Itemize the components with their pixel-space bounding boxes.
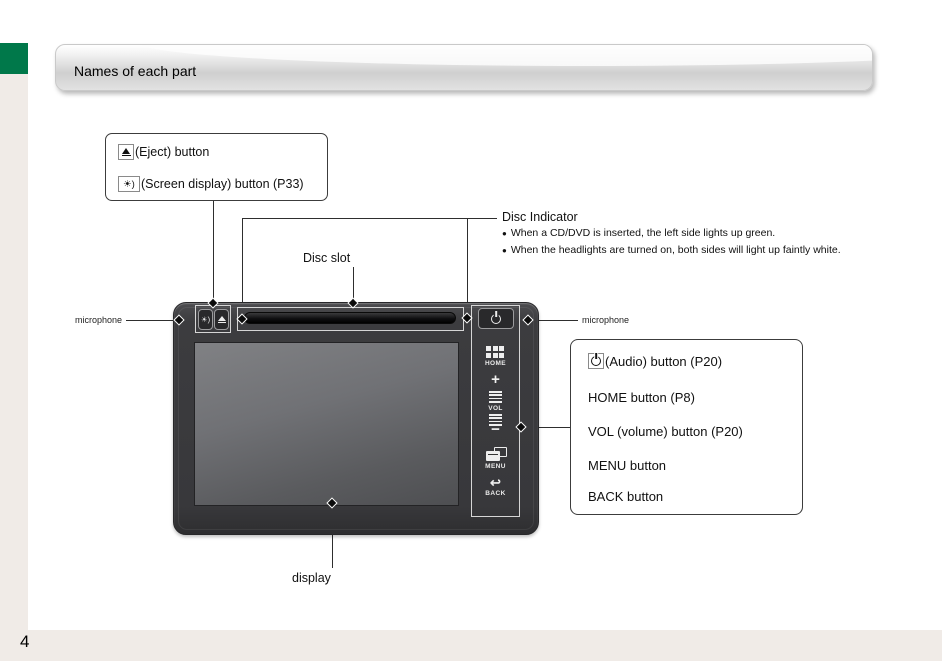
home-button-label: HOME button (P8) [588, 390, 695, 405]
connector-line [213, 201, 214, 303]
section-tab-marker [0, 43, 28, 74]
menu-button-label: MENU button [588, 458, 667, 473]
section-title: Names of each part [74, 63, 197, 79]
disc-indicator-label: Disc Indicator [502, 210, 578, 224]
eject-label: (Eject) button [135, 145, 210, 159]
connector-line [467, 218, 468, 318]
microphone-left-label: microphone [74, 315, 122, 325]
volume-down-icon: − [491, 421, 500, 438]
power-icon [491, 313, 501, 324]
audio-callout-row: (Audio) button (P20) [588, 353, 722, 369]
screen-display-label: (Screen display) button (P33) [141, 177, 304, 191]
bullet-icon: ● [502, 229, 507, 238]
controls-highlight-box [471, 305, 520, 517]
volume-up-icon: + [491, 371, 500, 388]
eject-icon [217, 315, 226, 324]
screen-display-callout-row: ☀) (Screen display) button (P33) [118, 176, 304, 192]
volume-bars-icon [489, 414, 502, 426]
eject-icon [118, 144, 134, 160]
screen-display-icon: ☀) [118, 176, 140, 192]
connector-line [242, 218, 243, 319]
back-callout-row: BACK button [588, 489, 663, 504]
disc-slot [244, 312, 456, 324]
display-label: display [292, 571, 331, 585]
connector-line [242, 218, 497, 219]
eject-callout-box: (Eject) button ☀) (Screen display) butto… [105, 133, 328, 201]
back-button-label: BACK button [588, 489, 664, 504]
disc-indicator-note-1: ● When a CD/DVD is inserted, the left si… [502, 227, 776, 239]
connector-line [332, 505, 333, 568]
device-back-label: BACK [485, 490, 506, 497]
disc-slot-label: Disc slot [303, 251, 351, 265]
controls-callout-box: (Audio) button (P20) HOME button (P8) VO… [570, 339, 803, 515]
home-callout-row: HOME button (P8) [588, 390, 695, 405]
vol-callout-row: VOL (volume) button (P20) [588, 424, 743, 439]
connector-line [126, 320, 177, 321]
audio-button-label: (Audio) button (P20) [605, 353, 723, 369]
device-vol-label: VOL [488, 405, 503, 412]
menu-icon [486, 447, 508, 462]
device-screen-display-button: ☀) [198, 309, 213, 330]
microphone-right-label: microphone [582, 315, 630, 325]
section-header-bar: Names of each part [55, 44, 873, 91]
vol-button-label: VOL (volume) button (P20) [588, 424, 743, 439]
disc-indicator-note-2: ● When the headlights are turned on, bot… [502, 244, 841, 256]
device-eject-button [214, 309, 229, 330]
device-audio-power-button [478, 308, 514, 329]
connector-line [531, 320, 578, 321]
bullet-icon: ● [502, 246, 507, 255]
connector-line [524, 427, 570, 428]
left-margin-strip [0, 74, 28, 661]
device-display-screen [194, 342, 459, 506]
connector-line [353, 267, 354, 303]
back-icon: ↩ [490, 475, 501, 490]
menu-callout-row: MENU button [588, 458, 666, 473]
device-menu-label: MENU [485, 463, 506, 470]
page-number: 4 [20, 632, 30, 651]
volume-bars-icon [489, 391, 502, 403]
device-home-label: HOME [484, 360, 507, 367]
eject-callout-row: (Eject) button [118, 144, 209, 160]
power-icon [588, 353, 604, 369]
bottom-margin-strip [0, 630, 942, 661]
home-icon [486, 346, 505, 358]
